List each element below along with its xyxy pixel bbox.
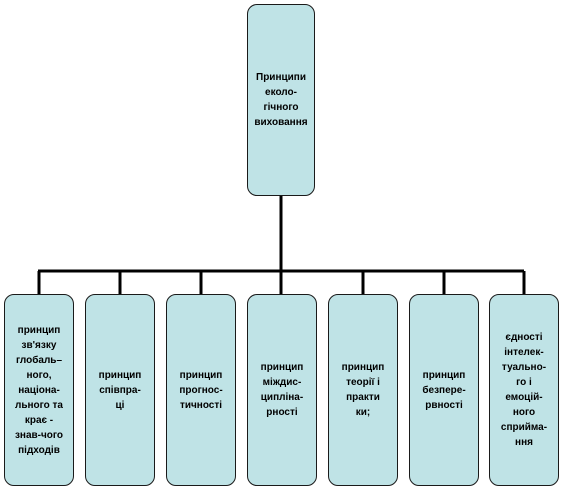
child-node-5: принцип теорії і практи ки;	[328, 294, 398, 486]
child-node-3: принцип прогнос- тичності	[166, 294, 236, 486]
child-label-2: принцип співпра- ці	[98, 369, 142, 411]
child-label-7: єдності інтелек- туально- го і емоцій- н…	[500, 332, 548, 448]
child-label-6: принцип безпере- рвності	[422, 369, 466, 411]
child-node-7: єдності інтелек- туально- го і емоцій- н…	[489, 294, 559, 486]
child-label-4: принцип міждис- ципліна- рності	[260, 362, 304, 418]
child-label-3: принцип прогнос- тичності	[179, 369, 223, 411]
child-label-5: принцип теорії і практи ки;	[341, 362, 385, 418]
child-node-1: принцип зв'язку глобаль– ного, націона- …	[4, 294, 74, 486]
child-node-6: принцип безпере- рвності	[409, 294, 479, 486]
child-node-2: принцип співпра- ці	[85, 294, 155, 486]
root-node: Принципи еколо- гічного виховання	[247, 4, 315, 196]
child-label-1: принцип зв'язку глобаль– ного, націона- …	[14, 324, 64, 456]
child-node-4: принцип міждис- ципліна- рності	[247, 294, 317, 486]
root-label: Принципи еколо- гічного виховання	[254, 72, 308, 128]
